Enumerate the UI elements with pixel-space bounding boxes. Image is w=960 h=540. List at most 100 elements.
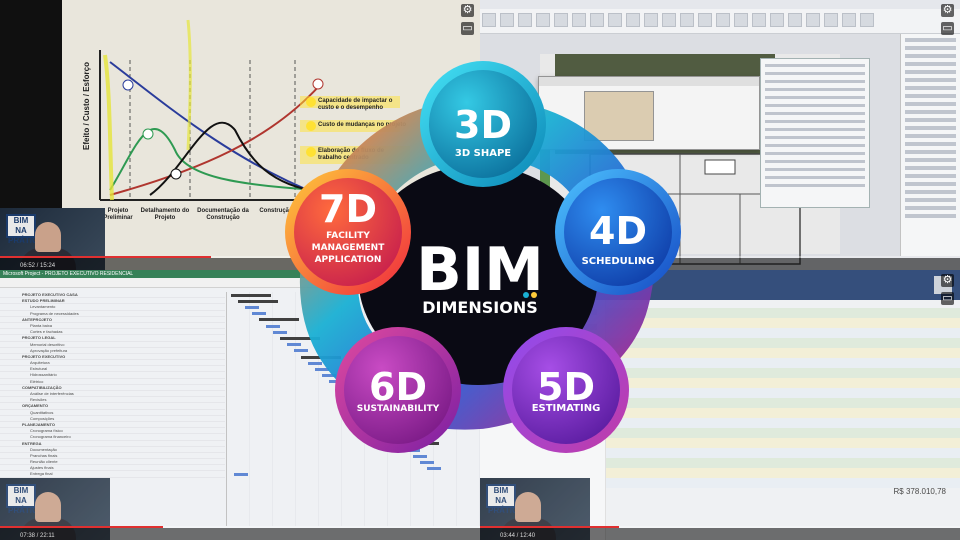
budget-row[interactable] bbox=[606, 318, 960, 328]
gantt-bar[interactable] bbox=[357, 405, 397, 409]
task-row[interactable]: Arquitetura bbox=[0, 360, 225, 367]
gear-icon[interactable]: ⚙ bbox=[941, 4, 954, 17]
budget-row[interactable] bbox=[606, 448, 960, 458]
gantt-bar[interactable] bbox=[364, 411, 378, 415]
task-row[interactable]: PROJETO EXECUTIVO bbox=[0, 354, 225, 361]
task-row[interactable]: Reunião cliente bbox=[0, 459, 225, 466]
gantt-bar[interactable] bbox=[238, 299, 278, 303]
task-row[interactable]: Aprovação prefeitura bbox=[0, 348, 225, 354]
task-row[interactable]: Levantamento bbox=[0, 304, 225, 311]
gantt-bar[interactable] bbox=[392, 436, 406, 440]
gantt-bar[interactable] bbox=[273, 330, 287, 334]
task-row[interactable]: ESTUDO PRELIMINAR bbox=[0, 298, 225, 305]
video-progress[interactable] bbox=[0, 256, 480, 258]
gantt-bar[interactable] bbox=[343, 392, 357, 396]
gantt-bar[interactable] bbox=[252, 312, 266, 316]
gantt-bar[interactable] bbox=[413, 454, 427, 458]
task-row[interactable]: Memorial descritivo bbox=[0, 342, 225, 348]
gantt-bar[interactable] bbox=[280, 336, 320, 340]
task-row[interactable]: Hidrossanitário bbox=[0, 372, 225, 379]
chat-icon[interactable]: ▭ bbox=[941, 292, 954, 305]
task-row[interactable]: ENTREGA bbox=[0, 441, 225, 447]
task-row[interactable]: PROJETO LEGAL bbox=[0, 335, 225, 342]
task-row[interactable]: Composições bbox=[0, 416, 225, 422]
video-progress[interactable] bbox=[480, 526, 960, 528]
gantt-bar[interactable] bbox=[427, 467, 441, 471]
chat-icon[interactable]: ▭ bbox=[941, 22, 954, 35]
project-browser[interactable] bbox=[900, 34, 960, 256]
budget-row[interactable] bbox=[606, 398, 960, 408]
task-row[interactable]: Quantitativos bbox=[0, 410, 225, 416]
task-row[interactable]: Elétrico bbox=[0, 379, 225, 385]
gantt-bar[interactable] bbox=[315, 367, 329, 371]
gantt-bar[interactable] bbox=[245, 305, 259, 309]
task-row[interactable]: PROJETO EXECUTIVO CASA bbox=[0, 292, 225, 299]
task-row[interactable]: Entrega final bbox=[0, 471, 225, 478]
task-row[interactable]: Ajustes finais bbox=[0, 465, 225, 472]
video-controls[interactable]: 00:23 / 05:12 bbox=[480, 258, 960, 270]
task-row[interactable]: Cortes e fachadas bbox=[0, 329, 225, 336]
gantt-bar[interactable] bbox=[259, 318, 299, 322]
task-row[interactable]: PLANEJAMENTO bbox=[0, 422, 225, 429]
gantt-bar[interactable] bbox=[231, 293, 271, 297]
gantt-bar[interactable] bbox=[308, 361, 322, 365]
task-row[interactable]: ORÇAMENTO bbox=[0, 403, 225, 410]
gear-icon[interactable]: ⚙ bbox=[461, 4, 474, 17]
budget-video[interactable]: R$ 378.010,78 BIM NA PRÁTICA 03:44 / 12:… bbox=[480, 270, 960, 540]
budget-row[interactable] bbox=[606, 378, 960, 388]
gantt-bar[interactable] bbox=[329, 380, 343, 384]
task-row[interactable]: Análise de interferências bbox=[0, 391, 225, 398]
gantt-bar[interactable] bbox=[350, 398, 364, 402]
video-progress[interactable] bbox=[0, 526, 480, 528]
gantt-bar[interactable] bbox=[322, 374, 336, 378]
gantt-bar[interactable] bbox=[378, 423, 418, 427]
budget-row[interactable] bbox=[606, 308, 960, 318]
task-row[interactable]: Planta baixa bbox=[0, 323, 225, 330]
edit-type-dialog[interactable] bbox=[538, 76, 760, 150]
chat-icon[interactable]: ▭ bbox=[461, 22, 474, 35]
task-row[interactable]: Pranchas finais bbox=[0, 453, 225, 460]
budget-row[interactable] bbox=[606, 328, 960, 338]
task-row[interactable]: Estrutural bbox=[0, 366, 225, 373]
budget-row[interactable] bbox=[606, 338, 960, 348]
budget-row[interactable] bbox=[606, 418, 960, 428]
gantt-bar[interactable] bbox=[420, 460, 434, 464]
gantt-bar[interactable] bbox=[234, 473, 248, 477]
budget-row[interactable] bbox=[606, 428, 960, 438]
video-controls[interactable]: 07:38 / 22:11 bbox=[0, 528, 480, 540]
budget-row[interactable] bbox=[606, 368, 960, 378]
budget-row[interactable] bbox=[606, 458, 960, 468]
budget-row[interactable] bbox=[606, 438, 960, 448]
gantt-bar[interactable] bbox=[287, 343, 301, 347]
gantt-bar[interactable] bbox=[385, 429, 399, 433]
task-row[interactable]: COMPATIBILIZAÇÃO bbox=[0, 385, 225, 391]
task-row[interactable]: Cronograma físico bbox=[0, 428, 225, 435]
gantt-bar[interactable] bbox=[301, 355, 341, 359]
gantt-bar[interactable] bbox=[406, 448, 420, 452]
gantt-bar[interactable] bbox=[371, 417, 385, 421]
budget-row[interactable] bbox=[606, 358, 960, 368]
task-row[interactable]: Documentação bbox=[0, 447, 225, 453]
task-row[interactable]: Programa de necessidades bbox=[0, 311, 225, 317]
whiteboard-video[interactable]: Efeito / Custo / Esforço Projeto Prelimi… bbox=[0, 0, 480, 270]
gantt-bar[interactable] bbox=[336, 386, 376, 390]
video-controls[interactable]: 06:52 / 15:24 bbox=[0, 258, 480, 270]
budget-row[interactable] bbox=[606, 478, 960, 488]
budget-row[interactable] bbox=[606, 348, 960, 358]
properties-panel[interactable] bbox=[760, 58, 870, 208]
gantt-bar[interactable] bbox=[399, 442, 439, 446]
revit-video[interactable]: 00:23 / 05:12 ⚙ ▭ bbox=[480, 0, 960, 270]
budget-row[interactable] bbox=[606, 468, 960, 478]
gantt-bar[interactable] bbox=[266, 324, 280, 328]
gantt-chart[interactable] bbox=[226, 292, 480, 526]
task-row[interactable]: Cronograma financeiro bbox=[0, 434, 225, 441]
gear-icon[interactable]: ⚙ bbox=[941, 274, 954, 287]
video-controls[interactable]: 03:44 / 12:40 bbox=[480, 528, 960, 540]
task-row[interactable]: Revisões bbox=[0, 397, 225, 404]
budget-row[interactable] bbox=[606, 388, 960, 398]
ms-project-video[interactable]: Microsoft Project - PROJETO EXECUTIVO RE… bbox=[0, 270, 480, 540]
gantt-bar[interactable] bbox=[294, 349, 308, 353]
task-row[interactable]: ANTEPROJETO bbox=[0, 317, 225, 323]
budget-row[interactable] bbox=[606, 408, 960, 418]
